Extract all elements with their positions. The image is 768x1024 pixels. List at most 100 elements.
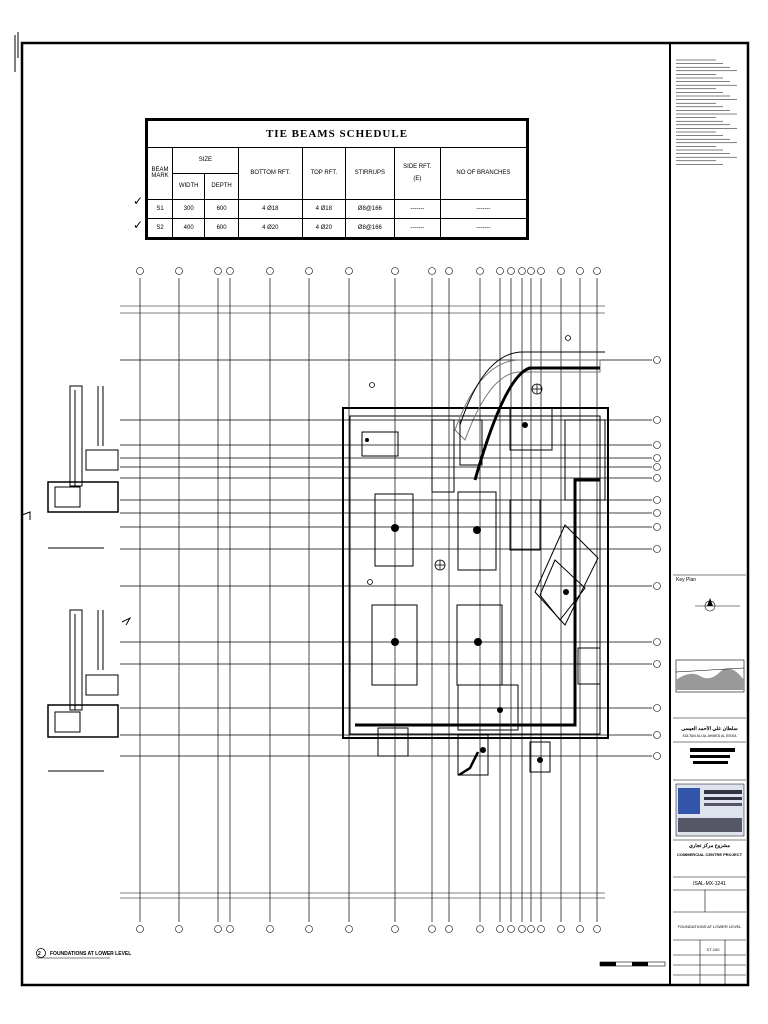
grid-bubble bbox=[653, 463, 661, 471]
header-bottom-rft: BOTTOM RFT. bbox=[237, 147, 303, 200]
grid-bubble bbox=[214, 925, 222, 933]
cell-branches: ------- bbox=[439, 198, 528, 219]
column-markers bbox=[365, 422, 569, 763]
cell-width: 400 bbox=[171, 217, 206, 239]
header-stirrups: STIRRUPS bbox=[344, 147, 395, 200]
cell-depth: 600 bbox=[204, 198, 239, 219]
project-name-ar: مشروع مركز تجاري bbox=[688, 843, 731, 849]
drawing-title: FOUNDATIONS AT LOWER LEVEL bbox=[677, 924, 742, 929]
grid-bubble bbox=[507, 267, 515, 275]
client-logo bbox=[690, 748, 735, 764]
general-notes bbox=[676, 59, 737, 165]
grid-bubble bbox=[428, 925, 436, 933]
header-beam-mark: BEAM MARK bbox=[147, 147, 173, 200]
grid-bubble bbox=[653, 752, 661, 760]
grid-bubble bbox=[476, 267, 484, 275]
grid-bubble bbox=[653, 704, 661, 712]
grid-bubble bbox=[653, 509, 661, 517]
grid-bubble bbox=[593, 267, 601, 275]
plan-caption: 2 FOUNDATIONS AT LOWER LEVEL bbox=[38, 951, 132, 957]
grid-bubble bbox=[537, 925, 545, 933]
drawing-code: ISAL-MX-1241 bbox=[693, 881, 726, 887]
grid-bubble bbox=[305, 267, 313, 275]
grid-bubble bbox=[391, 925, 399, 933]
table-row: S1 300 600 4 Ø18 4 Ø18 Ø8@166 ------- --… bbox=[147, 198, 528, 219]
caption-bubble bbox=[36, 948, 110, 959]
north-arrow-icon bbox=[695, 598, 740, 612]
title-block-frame bbox=[673, 574, 746, 985]
grid-bubble bbox=[476, 925, 484, 933]
caption-text: FOUNDATIONS AT LOWER LEVEL bbox=[50, 951, 132, 957]
schedule-title: TIE BEAMS SCHEDULE bbox=[147, 120, 527, 148]
grid-bubble bbox=[653, 545, 661, 553]
cell-depth: 600 bbox=[204, 217, 239, 239]
grid-bubble bbox=[653, 523, 661, 531]
key-plan-label: Key Plan bbox=[676, 577, 697, 583]
cell-width: 300 bbox=[171, 198, 206, 219]
grid-bubble bbox=[496, 267, 504, 275]
grid-symbols bbox=[367, 335, 571, 585]
grid-bubble bbox=[345, 925, 353, 933]
header-size: SIZE bbox=[172, 147, 239, 174]
drawing-number: ST-100 bbox=[706, 947, 720, 952]
cell-bottom: 4 Ø18 bbox=[237, 198, 303, 219]
grid-bubble bbox=[537, 267, 545, 275]
grid-bubble bbox=[653, 416, 661, 424]
cell-side: ------- bbox=[393, 217, 441, 239]
grid-bubble bbox=[576, 267, 584, 275]
cell-stirrups: Ø8@166 bbox=[344, 198, 395, 219]
horizontal-grid-bubbles bbox=[653, 356, 661, 760]
crop-marks bbox=[14, 32, 31, 525]
check-mark-icon: ✓ bbox=[133, 194, 144, 208]
cell-mark: S1 bbox=[147, 198, 173, 219]
grid-bubble bbox=[345, 267, 353, 275]
tie-beams-schedule: TIE BEAMS SCHEDULE BEAM MARK SIZE BOTTOM… bbox=[145, 118, 529, 240]
project-name: COMMERCIAL CENTRE PROJECT bbox=[676, 852, 743, 857]
grid-bubble bbox=[653, 660, 661, 668]
client-name: SULTAN ALI AL AHMED AL EISSA bbox=[682, 734, 737, 738]
cell-top: 4 Ø18 bbox=[301, 198, 346, 219]
grid-bubble bbox=[653, 356, 661, 364]
table-row: S2 400 600 4 Ø20 4 Ø20 Ø8@166 ------- --… bbox=[147, 217, 528, 239]
grid-bubble bbox=[653, 441, 661, 449]
grid-bubble bbox=[214, 267, 222, 275]
grid-bubble bbox=[391, 267, 399, 275]
grid-bubble bbox=[175, 925, 183, 933]
grid-bubble bbox=[576, 925, 584, 933]
cell-top: 4 Ø20 bbox=[301, 217, 346, 239]
grid-bubble bbox=[518, 267, 526, 275]
header-branches: NO OF BRANCHES bbox=[439, 147, 528, 200]
grid-bubble bbox=[496, 925, 504, 933]
grid-bubble bbox=[226, 925, 234, 933]
grid-bubble bbox=[266, 267, 274, 275]
grid-bubble bbox=[653, 474, 661, 482]
header-width: WIDTH bbox=[171, 172, 206, 200]
stair-line bbox=[458, 751, 480, 777]
grid-bubble bbox=[653, 731, 661, 739]
scale-bar bbox=[599, 961, 666, 967]
foundation-outline bbox=[342, 351, 609, 739]
header-depth: DEPTH bbox=[204, 172, 239, 200]
grid-bubble bbox=[175, 267, 183, 275]
header-top-rft: TOP RFT. bbox=[301, 147, 346, 200]
grid-bubble bbox=[445, 925, 453, 933]
title-block: سلطان علي الأحمد العيسى SULTAN ALI AL AH… bbox=[673, 44, 746, 984]
horizontal-grid-lines bbox=[120, 359, 652, 757]
cell-side: ------- bbox=[393, 198, 441, 219]
cell-mark: S2 bbox=[147, 217, 173, 239]
vertical-grid-lines bbox=[139, 278, 598, 922]
vertical-grid-bubbles bbox=[136, 267, 601, 933]
grid-bubble bbox=[653, 454, 661, 462]
grid-bubble bbox=[226, 267, 234, 275]
grid-bubble bbox=[557, 267, 565, 275]
grid-bubble bbox=[653, 582, 661, 590]
grid-bubble bbox=[136, 925, 144, 933]
consultant-logo bbox=[675, 783, 745, 837]
section-details bbox=[47, 385, 132, 772]
client-name-ar: سلطان علي الأحمد العيسى bbox=[681, 726, 738, 732]
grid-bubble bbox=[653, 496, 661, 504]
header-side-rft: SIDE RFT.(E) bbox=[393, 147, 441, 200]
grid-bubble bbox=[305, 925, 313, 933]
cell-branches: ------- bbox=[439, 217, 528, 239]
